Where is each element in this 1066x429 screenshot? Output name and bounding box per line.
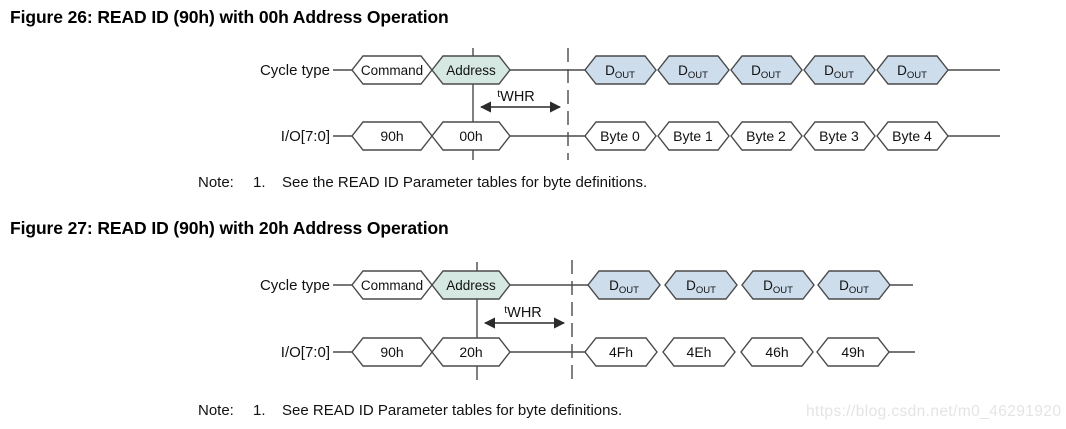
fig26-address-bubble: [431, 55, 511, 85]
fig26-dout-bubble: [657, 55, 730, 85]
fig27-cycle-row-label: Cycle type: [260, 277, 330, 294]
fig27-dout-label: DOUT: [839, 278, 869, 296]
fig26-dout-label: DOUT: [824, 63, 854, 81]
fig27-io-bubble: [584, 337, 658, 367]
fig27-command-label: Command: [361, 278, 423, 293]
fig27-dout-bubble: [587, 270, 661, 300]
dout-sub: OUT: [619, 285, 639, 296]
fig27-io-row-label: I/O[7:0]: [281, 344, 330, 361]
note-number: 1.: [253, 174, 266, 191]
fig26-io-value: 90h: [380, 128, 403, 144]
dout-main: D: [824, 63, 834, 78]
fig26-cycle-row-label: Cycle type: [260, 62, 330, 79]
dout-sub: OUT: [696, 285, 716, 296]
dout-main: D: [686, 278, 696, 293]
fig27-address-bubble: [431, 270, 511, 300]
fig27-dout-label: DOUT: [686, 278, 716, 296]
fig26-dout-label: DOUT: [751, 63, 781, 81]
figure-27-note: Note: 1. See READ ID Parameter tables fo…: [198, 402, 622, 419]
fig26-io-bubble: [351, 121, 433, 151]
fig26-dout-label: DOUT: [897, 63, 927, 81]
fig26-dout-bubble: [803, 55, 876, 85]
dout-main: D: [678, 63, 688, 78]
note-label: Note:: [198, 174, 234, 191]
figure-27-diagram: Cycle type Command Address DOUT DOUT DOU…: [260, 260, 915, 382]
fig26-io-value: Byte 1: [673, 128, 713, 144]
note-label: Note:: [198, 402, 234, 419]
dout-sub: OUT: [849, 285, 869, 296]
fig26-io-value: 00h: [459, 128, 482, 144]
fig26-io-value: Byte 0: [600, 128, 640, 144]
fig26-command-bubble: [351, 55, 433, 85]
fig27-io-bubble: [431, 337, 511, 367]
fig26-io-bubble: [803, 121, 876, 151]
fig27-io-bubble: [351, 337, 433, 367]
fig26-dout-bubble: [876, 55, 949, 85]
dout-sub: OUT: [773, 285, 793, 296]
fig27-io-value: 90h: [380, 344, 403, 360]
fig26-dout-label: DOUT: [678, 63, 708, 81]
fig26-io-value: Byte 2: [746, 128, 786, 144]
fig26-io-bubble: [657, 121, 730, 151]
dout-sub: OUT: [761, 70, 781, 81]
fig26-twhr-label: tWHR: [497, 88, 535, 105]
figure-26-note: Note: 1. See the READ ID Parameter table…: [198, 174, 647, 191]
fig26-io-bubble: [431, 121, 511, 151]
dout-main: D: [763, 278, 773, 293]
fig27-io-value: 4Eh: [687, 344, 712, 360]
fig27-io-bubble: [662, 337, 736, 367]
twhr-main: WHR: [500, 89, 535, 105]
note-text: See the READ ID Parameter tables for byt…: [282, 174, 648, 191]
fig26-dout-bubble: [730, 55, 803, 85]
figure-27-title: Figure 27: READ ID (90h) with 20h Addres…: [10, 218, 449, 238]
fig26-io-row-label: I/O[7:0]: [281, 128, 330, 145]
note-text: See READ ID Parameter tables for byte de…: [282, 402, 623, 419]
fig27-dout-bubble: [817, 270, 891, 300]
fig26-io-bubble: [876, 121, 949, 151]
fig26-dout-label: DOUT: [605, 63, 635, 81]
fig27-io-value: 46h: [765, 344, 788, 360]
fig27-address-label: Address: [446, 278, 496, 293]
figure-26-diagram: Cycle type Command Address DOUT DOUT DOU…: [260, 48, 1000, 160]
fig27-dout-label: DOUT: [609, 278, 639, 296]
fig27-io-value: 4Fh: [609, 344, 633, 360]
fig27-dout-label: DOUT: [763, 278, 793, 296]
fig26-command-label: Command: [361, 63, 423, 78]
fig27-io-bubble: [740, 337, 814, 367]
note-number: 1.: [253, 402, 266, 419]
csdn-watermark: https://blog.csdn.net/m0_46291920: [806, 403, 1062, 420]
dout-main: D: [751, 63, 761, 78]
dout-main: D: [839, 278, 849, 293]
fig26-io-bubble: [584, 121, 657, 151]
fig27-io-bubble: [816, 337, 890, 367]
dout-sub: OUT: [688, 70, 708, 81]
dout-sub: OUT: [834, 70, 854, 81]
dout-sub: OUT: [907, 70, 927, 81]
dout-main: D: [609, 278, 619, 293]
fig26-dout-bubble: [584, 55, 657, 85]
figure-26-title: Figure 26: READ ID (90h) with 00h Addres…: [10, 7, 449, 27]
fig26-io-value: Byte 3: [819, 128, 859, 144]
fig27-io-value: 49h: [841, 344, 864, 360]
fig27-dout-bubble: [741, 270, 815, 300]
fig26-io-bubble: [730, 121, 803, 151]
fig26-io-value: Byte 4: [892, 128, 932, 144]
dout-main: D: [897, 63, 907, 78]
dout-main: D: [605, 63, 615, 78]
fig27-io-value: 20h: [459, 344, 482, 360]
fig27-dout-bubble: [664, 270, 738, 300]
dout-sub: OUT: [615, 70, 635, 81]
fig26-address-label: Address: [446, 63, 496, 78]
twhr-sup: t: [504, 304, 507, 316]
fig27-command-bubble: [351, 270, 433, 300]
twhr-main: WHR: [507, 305, 542, 321]
twhr-sup: t: [497, 88, 500, 100]
fig27-twhr-label: tWHR: [504, 304, 542, 321]
